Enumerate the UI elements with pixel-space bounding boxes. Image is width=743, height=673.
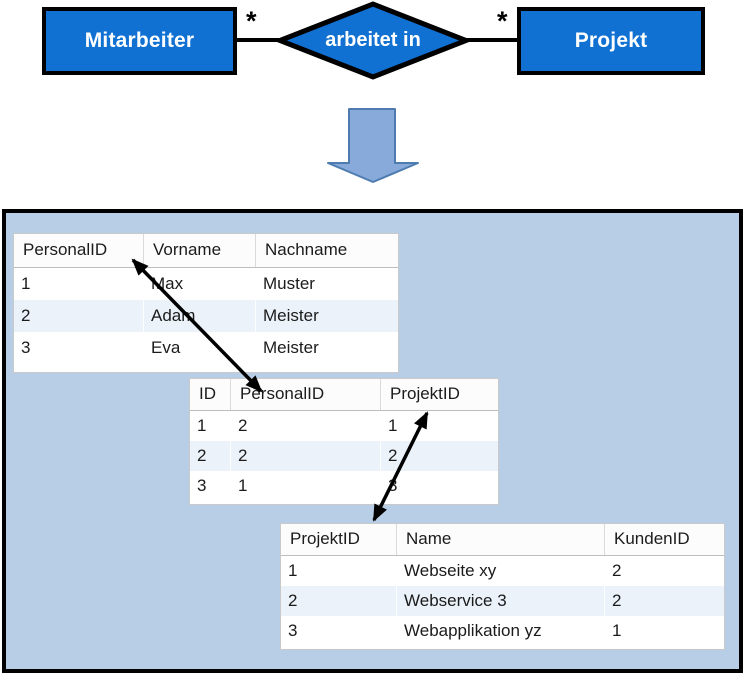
- table-cell: 1: [612, 621, 622, 640]
- table-cell: 1: [281, 556, 397, 586]
- column-header: PersonalID: [14, 234, 144, 267]
- column-header: Nachname: [265, 240, 348, 259]
- table-projekt: ProjektID Name KundenID 1 Webseite xy 2 …: [280, 523, 725, 650]
- table-row: 3 1 3: [190, 471, 498, 501]
- entity-projekt-label: Projekt: [574, 29, 648, 52]
- relationship-diamond: arbeitet in: [276, 0, 470, 81]
- table-cell: 1: [231, 471, 381, 501]
- table-junction-header-row: ID PersonalID ProjektID: [190, 379, 498, 411]
- table-cell: Eva: [144, 332, 256, 364]
- table-cell: 1: [14, 268, 144, 300]
- table-cell: 3: [281, 616, 397, 646]
- table-row: 2 Adam Meister: [14, 300, 398, 332]
- column-header: ID: [190, 379, 231, 410]
- table-cell: 1: [388, 416, 398, 435]
- table-junction: ID PersonalID ProjektID 1 2 1 2 2 2 3 1 …: [189, 378, 499, 505]
- table-cell: 2: [281, 586, 397, 616]
- relationship-label: arbeitet in: [325, 29, 421, 51]
- table-cell: Meister: [263, 338, 319, 357]
- table-cell: 2: [231, 411, 381, 441]
- table-row: 2 Webservice 3 2: [281, 586, 724, 616]
- table-cell: 2: [612, 591, 622, 610]
- entity-mitarbeiter: Mitarbeiter: [42, 7, 237, 75]
- column-header: Name: [397, 524, 605, 555]
- table-cell: 3: [14, 332, 144, 364]
- column-header: KundenID: [614, 529, 690, 548]
- entity-projekt: Projekt: [517, 7, 705, 75]
- table-row: 1 Webseite xy 2: [281, 556, 724, 586]
- table-cell: Webapplikation yz: [397, 616, 605, 646]
- table-row: 2 2 2: [190, 441, 498, 471]
- table-cell: 2: [190, 441, 231, 471]
- entity-mitarbeiter-label: Mitarbeiter: [84, 29, 195, 52]
- table-cell: Muster: [263, 274, 315, 293]
- table-cell: Adam: [144, 300, 256, 332]
- column-header: ProjektID: [390, 384, 460, 403]
- table-personal: PersonalID Vorname Nachname 1 Max Muster…: [13, 233, 399, 373]
- column-header: Vorname: [144, 234, 256, 267]
- column-header: PersonalID: [231, 379, 381, 410]
- relational-schema-panel: PersonalID Vorname Nachname 1 Max Muster…: [2, 209, 743, 673]
- table-cell: 3: [190, 471, 231, 501]
- cardinality-left: *: [246, 6, 257, 36]
- table-row: 1 Max Muster: [14, 268, 398, 300]
- table-cell: 2: [612, 561, 622, 580]
- table-cell: 1: [190, 411, 231, 441]
- table-cell: Max: [144, 268, 256, 300]
- table-row: 3 Webapplikation yz 1: [281, 616, 724, 646]
- table-projekt-header-row: ProjektID Name KundenID: [281, 524, 724, 556]
- er-connector-left: [234, 38, 284, 42]
- er-connector-right: [462, 38, 520, 42]
- table-cell: 2: [388, 446, 398, 465]
- table-cell: Meister: [263, 306, 319, 325]
- table-row: 3 Eva Meister: [14, 332, 398, 364]
- table-cell: Webservice 3: [397, 586, 605, 616]
- table-cell: Webseite xy: [397, 556, 605, 586]
- table-cell: 3: [388, 476, 398, 495]
- table-cell: 2: [231, 441, 381, 471]
- table-personal-header-row: PersonalID Vorname Nachname: [14, 234, 398, 268]
- transform-down-arrow-icon: [327, 108, 419, 183]
- table-row: 1 2 1: [190, 411, 498, 441]
- cardinality-right: *: [497, 6, 508, 36]
- table-cell: 2: [14, 300, 144, 332]
- column-header: ProjektID: [281, 524, 397, 555]
